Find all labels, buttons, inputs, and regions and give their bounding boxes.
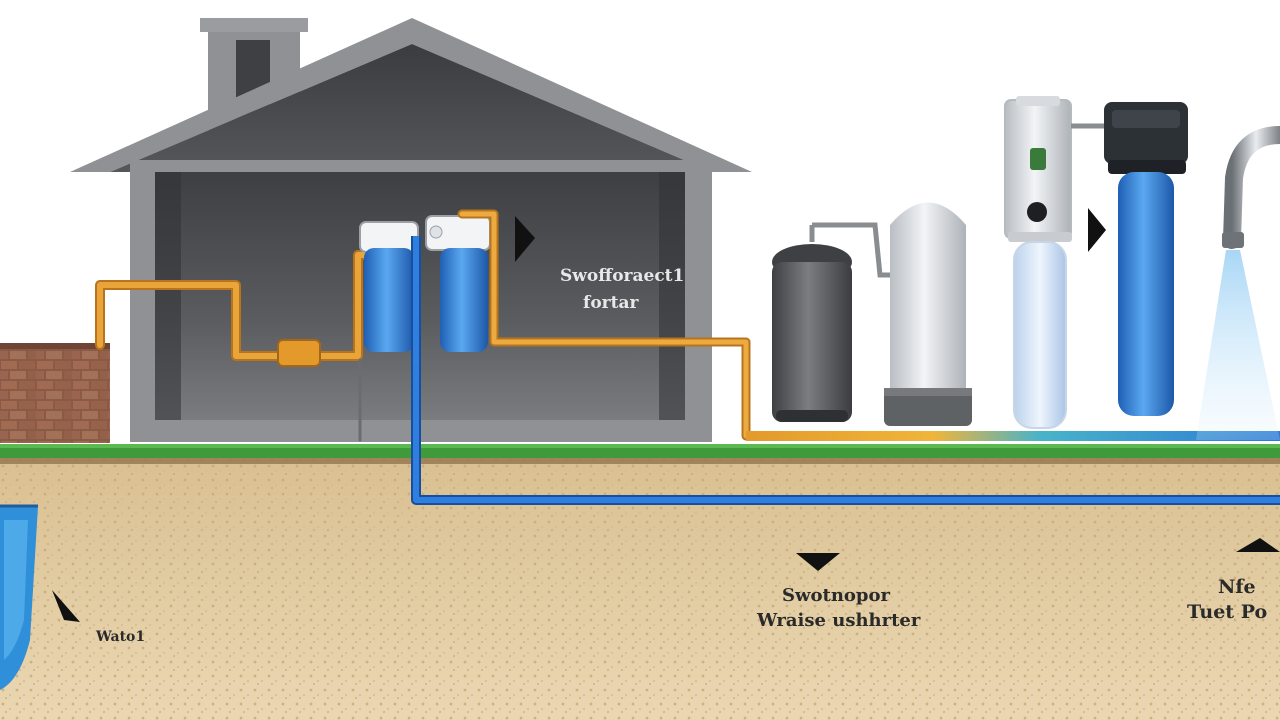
down-arrow-icon xyxy=(796,553,840,571)
house-filter-sublabel: fortar xyxy=(583,293,639,313)
uv-filter-icon xyxy=(1004,96,1106,429)
right-sublabel: Tuet Po xyxy=(1187,601,1268,623)
ground-label: Swotnopor xyxy=(782,585,890,606)
softener-tank-icon xyxy=(884,202,972,426)
blue-pipe-supply xyxy=(411,236,1280,505)
flow-arrow-icon-2 xyxy=(1088,208,1106,252)
copper-pipe-outlet xyxy=(457,209,1280,441)
up-arrow-icon xyxy=(1236,538,1280,552)
pressure-valve-icon xyxy=(277,339,321,367)
cartridge-filter-icon xyxy=(1104,102,1188,416)
copper-pipe-inlet xyxy=(95,250,383,442)
ground xyxy=(0,444,1280,720)
treated-water-line xyxy=(746,431,1280,441)
ground-sublabel: Wraise ushhrter xyxy=(757,610,921,631)
sediment-tank-icon xyxy=(772,222,892,422)
right-label: Nfe xyxy=(1218,576,1256,598)
water-spray xyxy=(1196,250,1280,440)
brick-wall-icon xyxy=(0,343,110,443)
well-water-icon xyxy=(0,504,38,690)
well-label: Wato1 xyxy=(96,629,146,645)
faucet-icon xyxy=(1196,126,1280,440)
pointer-arrow-icon xyxy=(52,590,80,622)
house-filter-label: Swofforaect1 xyxy=(560,266,685,286)
flow-arrow-icon xyxy=(515,216,535,262)
